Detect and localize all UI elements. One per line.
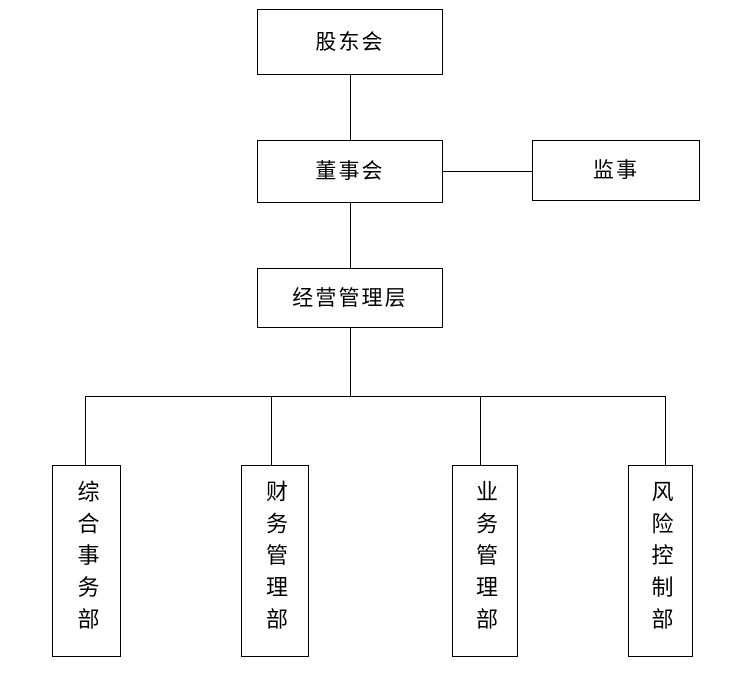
node-shareholders[interactable]: 股东会 — [257, 9, 443, 75]
connector-bus-to-risk-control — [665, 396, 666, 465]
node-general-affairs[interactable]: 综合事务部 — [52, 465, 121, 657]
node-label-shareholders: 股东会 — [315, 29, 385, 54]
node-label-management: 经营管理层 — [292, 285, 408, 310]
node-label-risk-control: 风险控制部 — [648, 480, 674, 640]
connector-bus-to-finance — [271, 396, 272, 465]
connector-board-to-supervisor — [443, 171, 532, 172]
node-business[interactable]: 业务管理部 — [452, 465, 518, 657]
connector-bus-to-general-affairs — [85, 396, 86, 465]
node-board[interactable]: 董事会 — [257, 140, 443, 203]
connector-board-to-management — [350, 203, 351, 268]
node-label-finance: 财务管理部 — [263, 480, 288, 640]
node-label-general-affairs: 综合事务部 — [74, 480, 100, 640]
connector-bus-to-business — [480, 396, 481, 465]
node-finance[interactable]: 财务管理部 — [241, 465, 309, 657]
node-risk-control[interactable]: 风险控制部 — [628, 465, 693, 657]
connector-shareholders-to-board — [350, 75, 351, 140]
node-label-supervisor: 监事 — [592, 158, 640, 183]
node-label-business: 业务管理部 — [473, 480, 498, 640]
connector-management-to-bus — [350, 328, 351, 396]
node-label-board: 董事会 — [315, 159, 385, 184]
node-management[interactable]: 经营管理层 — [257, 268, 443, 328]
node-supervisor[interactable]: 监事 — [532, 140, 700, 201]
connector-department-bus — [85, 396, 666, 397]
